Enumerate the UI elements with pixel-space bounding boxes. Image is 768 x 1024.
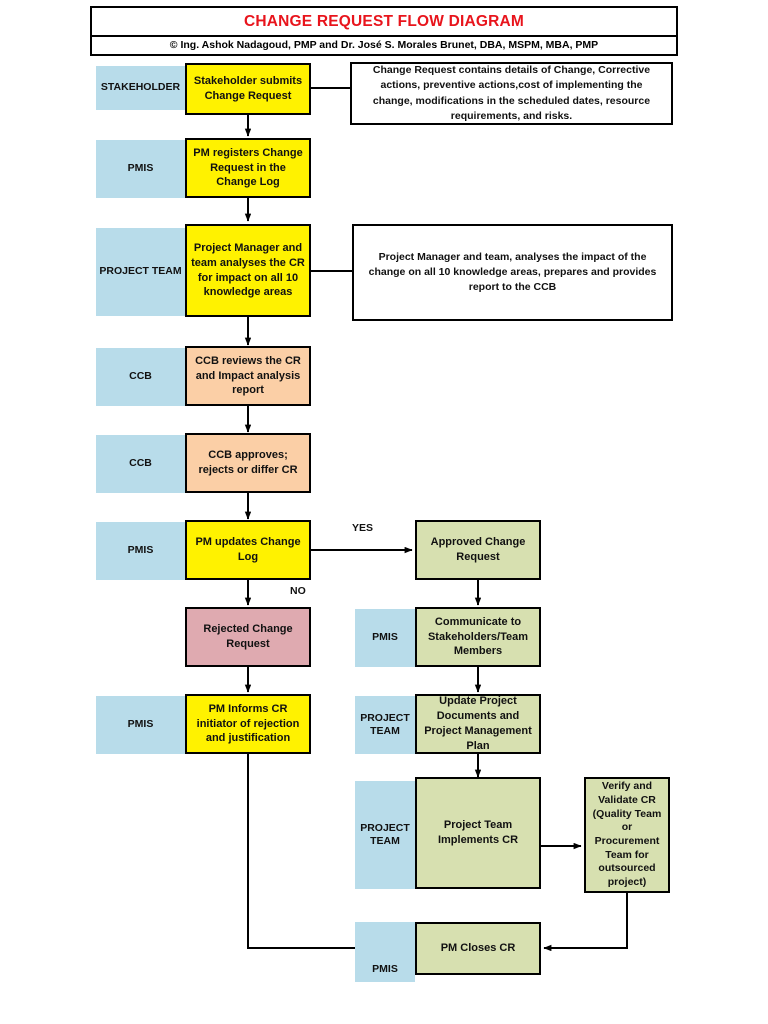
note-text: Change Request contains details of Chang… xyxy=(372,64,651,122)
page-title: CHANGE REQUEST FLOW DIAGRAM xyxy=(92,8,676,37)
node-rejected-change-request[interactable]: Rejected Change Request xyxy=(185,607,311,667)
note-impact-analysis: Project Manager and team, analyses the i… xyxy=(352,224,673,321)
node-ccb-reviews-cr[interactable]: CCB reviews the CR and Impact analysis r… xyxy=(185,346,311,406)
lane-label: PROJECT TEAM xyxy=(360,821,410,847)
lane-pmis-5: PMIS xyxy=(355,922,415,982)
node-project-team-implements-cr[interactable]: Project Team Implements CR xyxy=(415,777,541,889)
lane-ccb-1: CCB xyxy=(96,348,185,406)
lane-label: CCB xyxy=(129,457,152,470)
node-label: CCB reviews the CR and Impact analysis r… xyxy=(195,354,301,397)
lane-pmis-3: PMIS xyxy=(355,609,415,667)
flow-label-text: NO xyxy=(290,585,306,597)
node-label: PM Closes CR xyxy=(440,942,516,955)
node-label: CCB approves; rejects or differ CR xyxy=(198,449,298,476)
title-credit: © Ing. Ashok Nadagoud, PMP and Dr. José … xyxy=(169,39,599,51)
lane-label: PMIS xyxy=(127,162,154,175)
node-label: Stakeholder submits Change Request xyxy=(193,75,303,102)
node-label: PM updates Change Log xyxy=(195,536,301,563)
lane-pmis-1: PMIS xyxy=(96,140,185,198)
title-block: CHANGE REQUEST FLOW DIAGRAM © Ing. Ashok… xyxy=(90,6,678,56)
lane-pmis-4: PMIS xyxy=(96,696,185,754)
lane-project-team-2: PROJECT TEAM xyxy=(355,696,415,754)
link-verify-pmcloses xyxy=(543,893,628,952)
node-approved-change-request[interactable]: Approved Change Request xyxy=(415,520,541,580)
lane-label: STAKEHOLDER xyxy=(100,81,181,94)
node-label: Update Project Documents and Project Man… xyxy=(424,695,532,752)
flow-label-no: NO xyxy=(290,585,306,597)
node-pm-closes-cr[interactable]: PM Closes CR xyxy=(415,922,541,975)
node-pm-team-analyses-cr[interactable]: Project Manager and team analyses the CR… xyxy=(185,224,311,317)
node-label: Communicate to Stakeholders/Team Members xyxy=(427,615,529,658)
node-label: Project Team Implements CR xyxy=(437,819,519,846)
node-pm-informs-initiator[interactable]: PM Informs CR initiator of rejection and… xyxy=(185,694,311,754)
node-pm-updates-change-log[interactable]: PM updates Change Log xyxy=(185,520,311,580)
node-verify-validate-cr[interactable]: Verify and Validate CR (Quality Team or … xyxy=(584,777,670,893)
flow-label-yes: YES xyxy=(352,522,373,534)
flow-label-text: YES xyxy=(352,522,374,534)
node-label: Project Manager and team analyses the CR… xyxy=(191,241,305,299)
node-update-project-documents[interactable]: Update Project Documents and Project Man… xyxy=(415,694,541,754)
node-communicate-stakeholders[interactable]: Communicate to Stakeholders/Team Members xyxy=(415,607,541,667)
lane-stakeholder: STAKEHOLDER xyxy=(96,66,185,110)
note-text: Project Manager and team, analyses the i… xyxy=(368,250,657,294)
note-change-request-details: Change Request contains details of Chang… xyxy=(350,62,673,125)
node-label: Rejected Change Request xyxy=(203,623,293,650)
lane-pmis-2: PMIS xyxy=(96,522,185,580)
lane-label: PMIS xyxy=(127,718,154,731)
lane-label: PMIS xyxy=(372,631,398,644)
lane-label: PROJECT TEAM xyxy=(360,711,410,737)
lane-project-team-1: PROJECT TEAM xyxy=(96,228,185,316)
lane-label: PMIS xyxy=(127,544,154,557)
node-label: PM Informs CR initiator of rejection and… xyxy=(196,702,300,745)
node-pm-registers-cr[interactable]: PM registers Change Request in the Chang… xyxy=(185,138,311,198)
lane-label: PROJECT TEAM xyxy=(99,265,182,278)
node-stakeholder-submits[interactable]: Stakeholder submits Change Request xyxy=(185,63,311,115)
node-label: Approved Change Request xyxy=(430,536,526,563)
node-label: Verify and Validate CR (Quality Team or … xyxy=(592,780,662,888)
node-ccb-approves-rejects-differ[interactable]: CCB approves; rejects or differ CR xyxy=(185,433,311,493)
lane-ccb-2: CCB xyxy=(96,435,185,493)
lane-project-team-3: PROJECT TEAM xyxy=(355,781,415,889)
lane-label: PMIS xyxy=(372,962,398,975)
lane-label: CCB xyxy=(129,370,152,383)
node-label: PM registers Change Request in the Chang… xyxy=(193,146,303,189)
